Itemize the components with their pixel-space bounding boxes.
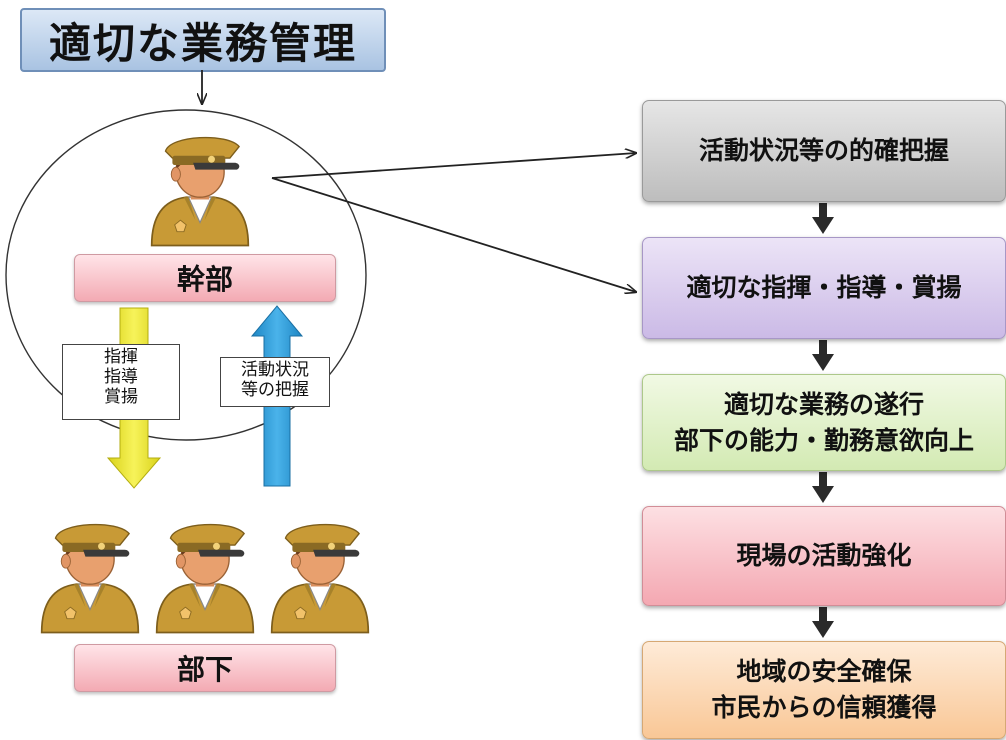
flow-step-direct: 適切な指揮・指導・賞揚 [642,237,1006,339]
leader-to-grasp-arrow [271,153,636,179]
leader-to-direct-arrow [271,177,636,292]
flow-step-3-line-2: 部下の能力・勤務意欲向上 [673,425,974,455]
flow-connector-2 [812,340,834,371]
down-arrow-caption: 指揮 指導 賞揚 [62,344,180,420]
leader-label: 幹部 [74,254,336,302]
diagram-title: 適切な業務管理 [20,8,386,72]
subordinate-label: 部下 [74,644,336,692]
up-arrow-caption: 活動状況 等の把握 [220,357,330,407]
caption-line-guide: 指導 [104,367,138,387]
flow-step-strengthen: 現場の活動強化 [642,506,1006,606]
flow-step-2-text: 適切な指揮・指導・賞揚 [686,273,962,302]
subordinate-officer-icon-3 [270,523,370,634]
subordinate-officer-icon-2 [155,523,255,634]
flow-step-1-text: 活動状況等の的確把握 [698,136,949,165]
leader-circle [5,109,367,441]
leader-officer-icon [150,136,250,247]
caption-line-grasp: 等の把握 [241,380,309,400]
flow-step-3-line-1: 適切な業務の遂行 [723,389,924,419]
flow-step-4-text: 現場の活動強化 [736,541,912,570]
flow-step-5-line-1: 地域の安全確保 [736,657,912,686]
caption-line-direct: 指揮 [104,347,138,367]
flow-connector-4 [812,607,834,638]
flow-step-grasp: 活動状況等の的確把握 [642,100,1006,202]
flow-step-perform: 適切な業務の遂行 部下の能力・勤務意欲向上 [642,374,1006,471]
subordinate-officer-icon-1 [40,523,140,634]
caption-line-praise: 賞揚 [104,387,138,407]
flow-step-safety: 地域の安全確保 市民からの信頼獲得 [642,641,1006,739]
flow-connector-1 [812,203,834,234]
flow-connector-3 [812,472,834,503]
flow-connectors [812,203,834,638]
caption-line-activity: 活動状況 [241,360,309,380]
flow-step-5-line-2: 市民からの信頼獲得 [711,693,937,722]
